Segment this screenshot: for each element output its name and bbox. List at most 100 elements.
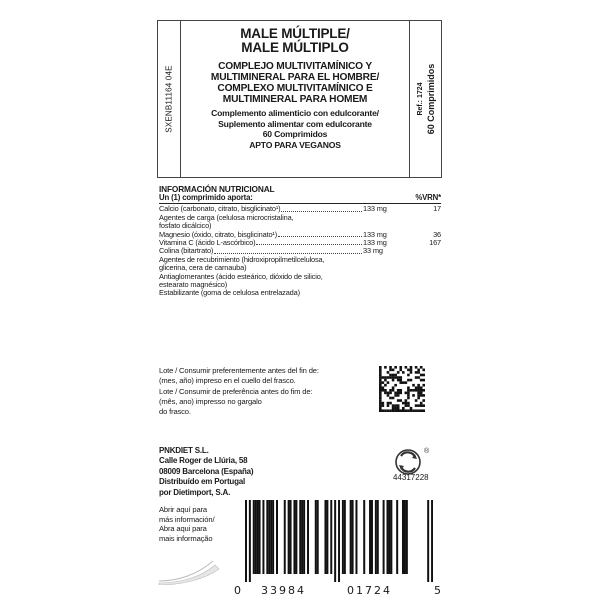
- title-line: MALE MÚLTIPLE/: [240, 26, 350, 41]
- ref-rotated: Ref.: 1724 60 Comprimidos: [416, 64, 436, 135]
- datamatrix-module: [417, 396, 420, 400]
- ref-number: Ref.: 1724: [416, 82, 424, 116]
- datamatrix-module: [391, 373, 395, 377]
- barcode-bar: [299, 500, 302, 574]
- barcode-bar: [386, 500, 389, 574]
- datamatrix-module: [379, 389, 382, 392]
- datamatrix-module: [394, 394, 397, 397]
- datamatrix-module: [399, 378, 403, 382]
- barcode-bar: [396, 500, 399, 574]
- datamatrix-module: [391, 409, 395, 412]
- barcode-bar: [403, 500, 406, 574]
- datamatrix-module: [389, 401, 392, 405]
- nutrient-vrn: 167: [429, 238, 441, 248]
- datamatrix-module: [419, 389, 423, 392]
- datamatrix-module: [414, 389, 418, 392]
- barcode-guard-bar: [431, 500, 433, 582]
- product-subtitle: COMPLEJO MULTIVITAMÍNICO Y MULTIMINERAL …: [181, 61, 409, 105]
- datamatrix-module: [396, 376, 400, 379]
- barcode-bar: [307, 500, 310, 574]
- dot-leader: [278, 236, 362, 238]
- datamatrix-module: [389, 396, 392, 400]
- barcode-bar: [266, 500, 269, 574]
- nutrition-row: Magnesio (óxido, citrato, bisglicinato¹)…: [159, 230, 441, 239]
- nutrition-header: Un (1) comprimido aporta: %VRN*: [159, 193, 441, 205]
- datamatrix-module: [396, 371, 400, 374]
- datamatrix-module: [394, 373, 397, 377]
- datamatrix-module: [414, 376, 418, 379]
- barcode-bar: [287, 500, 290, 574]
- subtitle-line: COMPLEJO MULTIVITAMÍNICO Y: [218, 61, 372, 72]
- barcode-bar: [349, 500, 352, 574]
- nutrition-note-line: Agentes de recubrimiento (hidroxipropilm…: [159, 254, 325, 264]
- datamatrix-module: [386, 371, 390, 374]
- datamatrix-module: [379, 381, 382, 384]
- datamatrix-module: [399, 376, 403, 379]
- datamatrix-module: [404, 409, 408, 412]
- datamatrix-module: [422, 368, 425, 372]
- title-line: MALE MÚLTIPLO: [241, 40, 349, 55]
- lot-code: SXENB11164 04E: [164, 65, 174, 133]
- datamatrix-module: [417, 389, 420, 392]
- datamatrix-module: [391, 376, 395, 379]
- datamatrix-module: [391, 404, 395, 407]
- registered-mark: ®: [424, 447, 430, 455]
- datamatrix-module: [379, 406, 382, 410]
- side-ref-panel: Ref.: 1724 60 Comprimidos: [409, 21, 441, 177]
- nutrition-title: INFORMACIÓN NUTRICIONAL: [159, 184, 275, 194]
- barcode-guard-bar: [248, 500, 251, 582]
- green-dot-recycle-icon: ®: [395, 447, 430, 475]
- recycle-code: 44317228: [393, 473, 429, 482]
- datamatrix-module: [419, 394, 423, 397]
- subtitle-line: COMPLEXO MULTIVITAMÍNICO E: [217, 83, 373, 94]
- datamatrix-module: [414, 366, 418, 369]
- datamatrix-module: [422, 399, 425, 402]
- datamatrix-module: [417, 368, 420, 372]
- nutrient-amount: 133 mg: [363, 204, 387, 214]
- datamatrix-module: [419, 366, 423, 369]
- datamatrix-module: [414, 409, 418, 412]
- datamatrix-module: [407, 401, 410, 405]
- datamatrix-module: [386, 381, 390, 384]
- datamatrix-module: [386, 376, 390, 379]
- datamatrix-module: [384, 378, 387, 382]
- peel-corner-icon: [158, 560, 220, 585]
- datamatrix-module: [399, 399, 403, 402]
- barcode-bar: [341, 500, 344, 574]
- datamatrix-module: [414, 399, 418, 402]
- datamatrix-module: [394, 391, 397, 395]
- datamatrix-module: [379, 378, 382, 382]
- datamatrix-module: [384, 391, 387, 395]
- datamatrix-module: [396, 409, 400, 412]
- datamatrix-module: [381, 389, 385, 392]
- datamatrix-module: [381, 409, 385, 412]
- datamatrix-module: [394, 404, 397, 407]
- barcode-bar: [314, 500, 317, 574]
- barcode-bar: [293, 500, 296, 574]
- header-box: SXENB11164 04E MALE MÚLTIPLE/ MALE MÚLTI…: [157, 20, 442, 178]
- subtitle-line: MULTIMINERAL PARA EL HOMBRE/: [210, 72, 380, 83]
- ref-count: 60 Comprimidos: [425, 63, 436, 135]
- datamatrix-module: [396, 391, 400, 395]
- barcode-bar: [303, 500, 306, 574]
- datamatrix-module: [389, 389, 392, 392]
- datamatrix-module: [417, 376, 420, 379]
- datamatrix-module: [379, 396, 382, 400]
- barcode-left-group: 33984: [261, 584, 306, 597]
- datamatrix-module: [412, 394, 415, 397]
- datamatrix-module: [379, 394, 382, 397]
- datamatrix-module: [379, 366, 382, 369]
- datamatrix-module: [389, 368, 392, 372]
- barcode-bar: [382, 500, 385, 574]
- datamatrix-module: [417, 409, 420, 412]
- datamatrix-module: [391, 378, 395, 382]
- datamatrix-module: [386, 409, 390, 412]
- datamatrix-module: [396, 394, 400, 397]
- barcode-bar: [252, 500, 255, 574]
- nutrition-note-line: glicerina, cera de carnauba): [159, 263, 247, 273]
- datamatrix-module: [379, 391, 382, 395]
- barcode-bar: [316, 500, 319, 574]
- datamatrix-module: [412, 389, 415, 392]
- barcode-bar: [369, 500, 372, 574]
